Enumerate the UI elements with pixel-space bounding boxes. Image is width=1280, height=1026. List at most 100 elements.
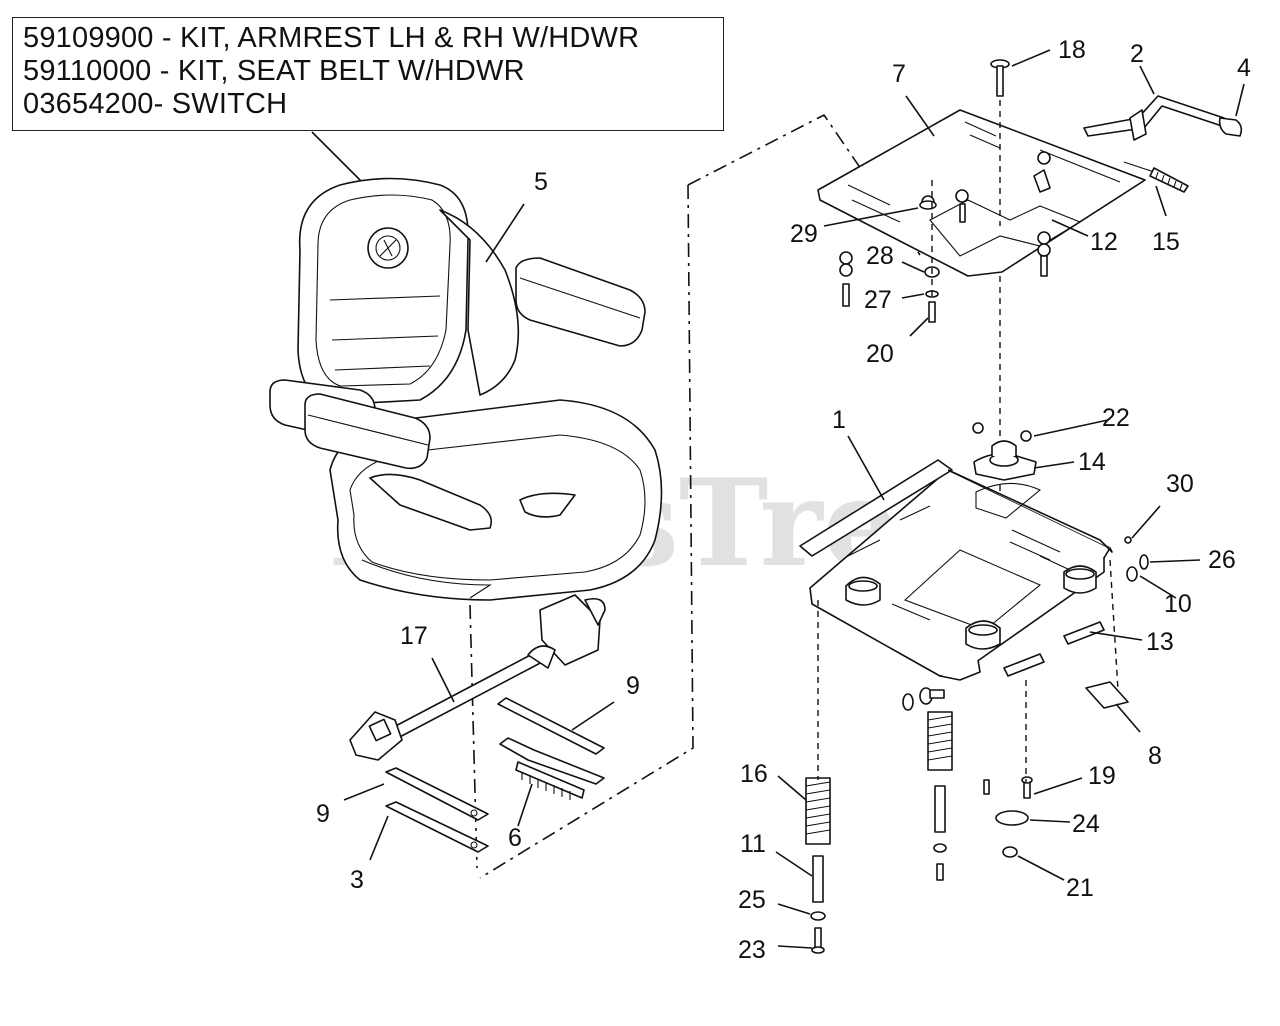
bracket-6-toothed[interactable] bbox=[499, 737, 605, 800]
callout-8: 8 bbox=[1148, 742, 1162, 770]
bracket-3[interactable] bbox=[385, 801, 489, 853]
callout-8-leader bbox=[1115, 703, 1141, 733]
spring-16[interactable] bbox=[805, 777, 831, 845]
kit-line-switch: 03654200- SWITCH bbox=[23, 88, 288, 120]
callout-7-leader bbox=[905, 95, 935, 137]
callout-21-leader bbox=[1017, 855, 1065, 881]
callout-27-leader bbox=[901, 293, 925, 299]
lever-2[interactable] bbox=[1083, 95, 1225, 141]
callout-22-leader bbox=[1033, 419, 1109, 437]
bolt-23[interactable] bbox=[811, 927, 825, 954]
callout-12: 12 bbox=[1090, 228, 1118, 256]
callout-13: 13 bbox=[1146, 628, 1174, 656]
pin-18[interactable] bbox=[990, 59, 1010, 97]
seat-center-dash bbox=[469, 604, 478, 869]
callout-20-leader bbox=[909, 317, 929, 337]
kit-info-box: 59109900 - KIT, ARMREST LH & RH W/HDWR 5… bbox=[12, 17, 724, 131]
callout-2: 2 bbox=[1130, 40, 1144, 68]
plate-24[interactable] bbox=[995, 810, 1029, 826]
nut-left-top[interactable] bbox=[972, 422, 984, 434]
callout-17: 17 bbox=[400, 622, 428, 650]
callout-6-leader bbox=[517, 783, 533, 827]
callout-1-leader bbox=[847, 435, 885, 501]
callout-20: 20 bbox=[866, 340, 894, 368]
callout-25: 25 bbox=[738, 886, 766, 914]
kit-line-armrest: 59109900 - KIT, ARMREST LH & RH W/HDWR bbox=[23, 22, 640, 54]
slide-plate[interactable] bbox=[817, 109, 1146, 277]
callout-24-leader bbox=[1029, 819, 1071, 823]
callout-28-leader bbox=[901, 261, 925, 273]
callout-10: 10 bbox=[1164, 590, 1192, 618]
callout-29: 29 bbox=[790, 220, 818, 248]
callout-29-leader bbox=[823, 207, 919, 227]
callout-21: 21 bbox=[1066, 874, 1094, 902]
nut-21[interactable] bbox=[1002, 846, 1018, 858]
callout-7: 7 bbox=[892, 60, 906, 88]
seat-to-bracket-dash-left bbox=[479, 184, 694, 879]
callout-19-leader bbox=[1033, 777, 1083, 795]
callout-17-leader bbox=[431, 657, 455, 703]
bracket-8[interactable] bbox=[1085, 681, 1129, 709]
callout-27: 27 bbox=[864, 286, 892, 314]
callout-3-leader bbox=[369, 815, 389, 861]
spring-15[interactable] bbox=[1123, 161, 1189, 193]
callout-23-leader bbox=[777, 945, 813, 949]
kit-line-seat-belt: 59110000 - KIT, SEAT BELT W/HDWR bbox=[23, 55, 525, 87]
callout-15: 15 bbox=[1152, 228, 1180, 256]
pin-30[interactable] bbox=[1124, 536, 1132, 544]
callout-9a: 9 bbox=[626, 672, 640, 700]
callout-3: 3 bbox=[350, 866, 364, 894]
bolt-19[interactable] bbox=[983, 776, 1033, 799]
callout-9b-leader bbox=[343, 783, 385, 801]
bolt-left-base[interactable] bbox=[902, 687, 945, 711]
bolt-20[interactable] bbox=[928, 301, 936, 323]
bracket-9-upper[interactable] bbox=[497, 697, 605, 755]
cap-4[interactable] bbox=[1218, 117, 1243, 137]
callout-16: 16 bbox=[740, 760, 768, 788]
callout-25-leader bbox=[777, 903, 811, 915]
callout-11-leader bbox=[775, 851, 813, 877]
callout-26: 26 bbox=[1208, 546, 1236, 574]
callout-5-leader bbox=[485, 203, 525, 263]
bushing-10[interactable] bbox=[1126, 566, 1138, 582]
callout-30: 30 bbox=[1166, 470, 1194, 498]
callout-16-leader bbox=[777, 775, 807, 801]
callout-10-leader bbox=[1139, 575, 1177, 599]
callout-5: 5 bbox=[534, 168, 548, 196]
seat-assembly[interactable] bbox=[269, 177, 663, 601]
callout-19: 19 bbox=[1088, 762, 1116, 790]
base-plate[interactable] bbox=[799, 440, 1113, 681]
stack-29[interactable] bbox=[919, 200, 937, 210]
callout-14-leader bbox=[1033, 461, 1075, 469]
callout-4: 4 bbox=[1237, 54, 1251, 82]
callout-2-leader bbox=[1139, 65, 1155, 95]
rod-11[interactable] bbox=[812, 855, 824, 903]
callout-14: 14 bbox=[1078, 448, 1106, 476]
rod-13-axis bbox=[1109, 559, 1119, 691]
callout-12-leader bbox=[1051, 219, 1089, 237]
callout-6: 6 bbox=[508, 824, 522, 852]
callout-24: 24 bbox=[1072, 810, 1100, 838]
rod-13[interactable] bbox=[1003, 621, 1105, 677]
base-mounts[interactable] bbox=[845, 565, 1097, 650]
callout-9a-leader bbox=[571, 701, 615, 731]
washer-26[interactable] bbox=[1139, 554, 1149, 570]
spring-middle[interactable] bbox=[927, 711, 953, 881]
callout-15-leader bbox=[1155, 185, 1167, 217]
callout-18-leader bbox=[1011, 49, 1051, 67]
washer-25[interactable] bbox=[810, 911, 826, 921]
callout-22: 22 bbox=[1102, 404, 1130, 432]
callout-11: 11 bbox=[740, 830, 766, 858]
callout-4-leader bbox=[1235, 83, 1245, 117]
callout-26-leader bbox=[1149, 559, 1201, 563]
callout-23: 23 bbox=[738, 936, 766, 964]
callout-18: 18 bbox=[1058, 36, 1086, 64]
nut-22[interactable] bbox=[1020, 430, 1032, 442]
callout-13-leader bbox=[1089, 631, 1143, 641]
seat-belt[interactable] bbox=[349, 594, 606, 761]
bracket-9-lower[interactable] bbox=[385, 767, 489, 821]
callout-28: 28 bbox=[866, 242, 894, 270]
callout-30-leader bbox=[1131, 505, 1161, 539]
callout-9b: 9 bbox=[316, 800, 330, 828]
